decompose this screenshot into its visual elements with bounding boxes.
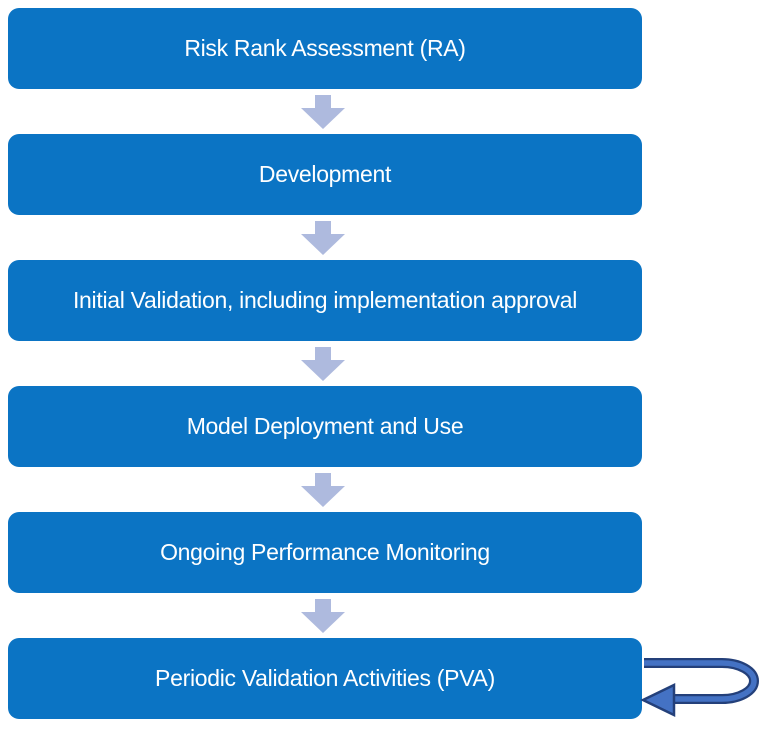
step-box-ongoing-performance-monitoring: Ongoing Performance Monitoring [8,512,642,593]
step-label-initial-validation: Initial Validation, including implementa… [72,287,578,313]
loop-back-arrow-icon [640,658,759,717]
step-box-periodic-validation-activities: Periodic Validation Activities (PVA) [8,638,642,719]
step-label-periodic-validation-activities: Periodic Validation Activities (PVA) [155,665,495,691]
step-box-initial-validation: Initial Validation, including implementa… [8,260,642,341]
down-arrow-icon [301,473,345,507]
down-arrow-icon [301,599,345,633]
step-box-risk-rank-assessment: Risk Rank Assessment (RA) [8,8,642,89]
step-box-model-deployment-and-use: Model Deployment and Use [8,386,642,467]
down-arrow-icon [301,221,345,255]
step-label-development: Development [258,161,392,187]
down-arrow-icon [301,347,345,381]
step-box-development: Development [8,134,642,215]
step-label-model-deployment-and-use: Model Deployment and Use [186,413,464,439]
step-label-ongoing-performance-monitoring: Ongoing Performance Monitoring [160,539,490,565]
step-label-risk-rank-assessment: Risk Rank Assessment (RA) [184,35,466,61]
down-arrow-icon [301,95,345,129]
